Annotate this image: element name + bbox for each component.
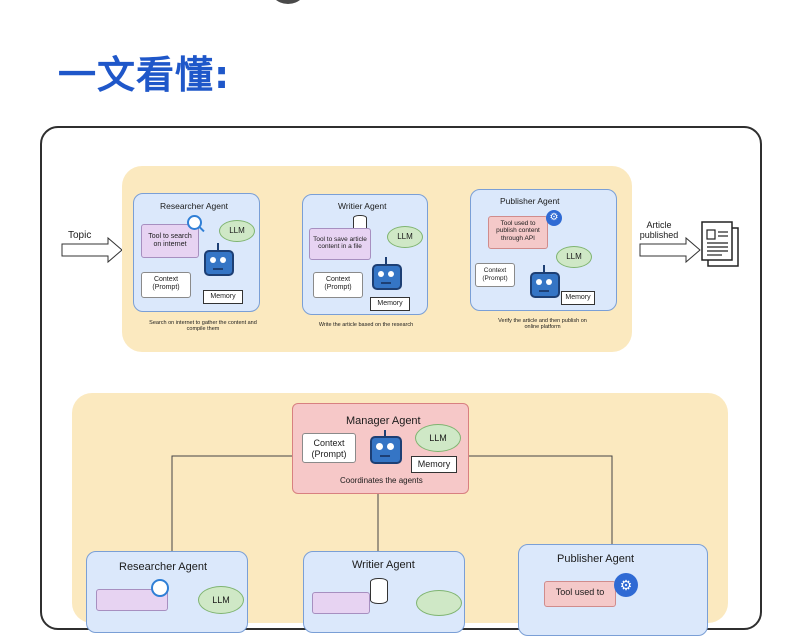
api-gear-icon: ⚙ (546, 210, 562, 226)
publish-api-tool-box-2: Tool used to (544, 581, 616, 607)
search-icon (187, 215, 202, 230)
writer-caption: Write the article based on the research (318, 322, 414, 328)
publisher-context: Context (Prompt) (475, 263, 515, 287)
api-gear-icon-2: ⚙ (614, 573, 638, 597)
manager-connectors (171, 455, 613, 552)
manager-caption: Coordinates the agents (340, 476, 423, 485)
researcher-caption: Search on internet to gather the content… (149, 320, 257, 333)
manager-llm: LLM (415, 424, 461, 452)
writer-llm: LLM (387, 226, 423, 248)
writer-agent-title: Writier Agent (338, 201, 387, 211)
writer-memory: Memory (370, 297, 410, 311)
publish-api-tool-box: Tool used to publish content through API (488, 216, 548, 249)
publisher-caption: Verify the article and then publish on o… (498, 318, 587, 331)
writer-context: Context (Prompt) (313, 272, 363, 298)
manager-context: Context (Prompt) (302, 433, 356, 463)
page-title: 一文看懂: (58, 53, 231, 97)
publisher-llm: LLM (556, 246, 592, 268)
publisher-agent-title: Publisher Agent (500, 196, 560, 206)
researcher-context: Context (Prompt) (141, 272, 191, 298)
article-published-label: Article published (639, 220, 679, 241)
save-file-tool-box-2 (312, 592, 370, 614)
manager-to-publisher-line (467, 455, 613, 546)
publisher-agent-title-2: Publisher Agent (557, 553, 635, 565)
researcher-llm: LLM (219, 220, 255, 242)
manager-memory: Memory (411, 456, 457, 473)
published-arrow (639, 236, 701, 264)
researcher-llm-2: LLM (198, 586, 244, 614)
save-file-tool-box: Tool to save article content in a file (309, 228, 371, 260)
researcher-agent-title-2: Researcher Agent (119, 561, 208, 573)
manager-to-researcher-line (171, 455, 292, 552)
search-tool-box: Tool to search on internet (141, 224, 199, 258)
writer-agent-title-2: Writier Agent (352, 559, 415, 571)
researcher-agent-title: Researcher Agent (160, 201, 229, 211)
publisher-memory: Memory (561, 291, 595, 305)
topic-label: Topic (68, 230, 92, 241)
manager-agent-title: Manager Agent (346, 415, 421, 427)
search-icon-2 (151, 579, 169, 597)
researcher-memory: Memory (203, 290, 243, 304)
document-icon (701, 221, 739, 267)
top-cropped-avatar (268, 0, 308, 4)
database-icon-2 (370, 578, 388, 604)
topic-arrow (61, 236, 123, 264)
writer-llm-2 (416, 590, 462, 616)
